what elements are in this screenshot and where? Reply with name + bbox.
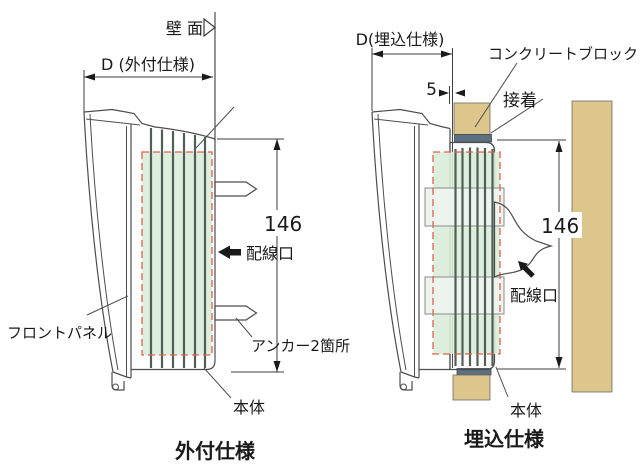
anchor-pin-top xyxy=(214,181,258,197)
depth-dimension-label-embedded: D(埋込仕様) xyxy=(356,30,445,49)
height-dimension-embedded: 146 xyxy=(497,139,582,370)
front-panel-leader-line xyxy=(86,295,129,316)
dim-arrow-right xyxy=(202,73,213,81)
wiring-port-label-embedded: 配線口 xyxy=(510,286,558,305)
mounting-block-upper xyxy=(424,187,505,227)
wall-surface-label: 壁 面 xyxy=(166,19,203,38)
gap-dimension-value: 5 xyxy=(426,80,437,100)
body-fins-external xyxy=(149,128,207,368)
core-area-external xyxy=(142,152,212,355)
core-dashed-outline-embedded xyxy=(432,151,501,355)
body-leader-line-external xyxy=(203,367,232,399)
height-dimension-value-embedded: 146 xyxy=(541,214,579,238)
embedded-mount-diagram: D(埋込仕様) 5 xyxy=(356,30,638,451)
adhesive-leader-line xyxy=(490,98,544,134)
height-dimension-value-external: 146 xyxy=(264,212,302,236)
concrete-block-lower xyxy=(452,374,491,401)
dim-arrow-left xyxy=(84,73,95,81)
anchor-leader-line xyxy=(235,317,253,338)
front-panel-drawing xyxy=(83,108,156,391)
anchor-label: アンカー2箇所 xyxy=(251,337,350,355)
concrete-block-leader-line xyxy=(474,62,518,128)
external-mount-diagram: 壁 面 D (外付仕様) xyxy=(7,12,350,463)
adhesive-label: 接着 xyxy=(503,91,537,111)
core-area-embedded xyxy=(433,152,500,354)
body-label-embedded: 本体 xyxy=(510,401,542,420)
body-leader-line-embedded xyxy=(495,366,509,398)
body-fins-embedded xyxy=(454,147,494,366)
wiring-port-label-external: 配線口 xyxy=(246,244,294,263)
concrete-block-label: コンクリートブロック xyxy=(488,45,638,63)
height-dimension-external: 146 xyxy=(217,138,309,373)
wiring-port-arrow-icon xyxy=(218,245,241,259)
gap-dimension-embedded xyxy=(439,86,465,104)
adhesive-strip-upper xyxy=(454,134,492,143)
caption-external: 外付仕様 xyxy=(175,439,256,463)
anchor-pin-bottom xyxy=(214,305,258,321)
wiring-cutout-shape xyxy=(493,201,554,279)
wall-junction-mark xyxy=(195,106,235,149)
concrete-block-upper xyxy=(453,102,491,135)
caption-embedded: 埋込仕様 xyxy=(464,427,545,451)
front-panel-label: フロントパネル xyxy=(7,324,112,342)
depth-dimension-label-external: D (外付仕様) xyxy=(101,55,195,74)
dim-arrow-right xyxy=(441,50,452,58)
wall-pointer-icon xyxy=(203,17,216,38)
body-label-external: 本体 xyxy=(233,398,265,417)
core-dashed-outline-external xyxy=(141,151,213,356)
wiring-port-arrow-icon xyxy=(518,261,535,278)
front-panel-drawing-embedded xyxy=(371,108,444,391)
dim-arrow-left xyxy=(372,50,383,58)
mounting-block-lower xyxy=(424,276,505,315)
concrete-wall-rear xyxy=(571,100,613,393)
